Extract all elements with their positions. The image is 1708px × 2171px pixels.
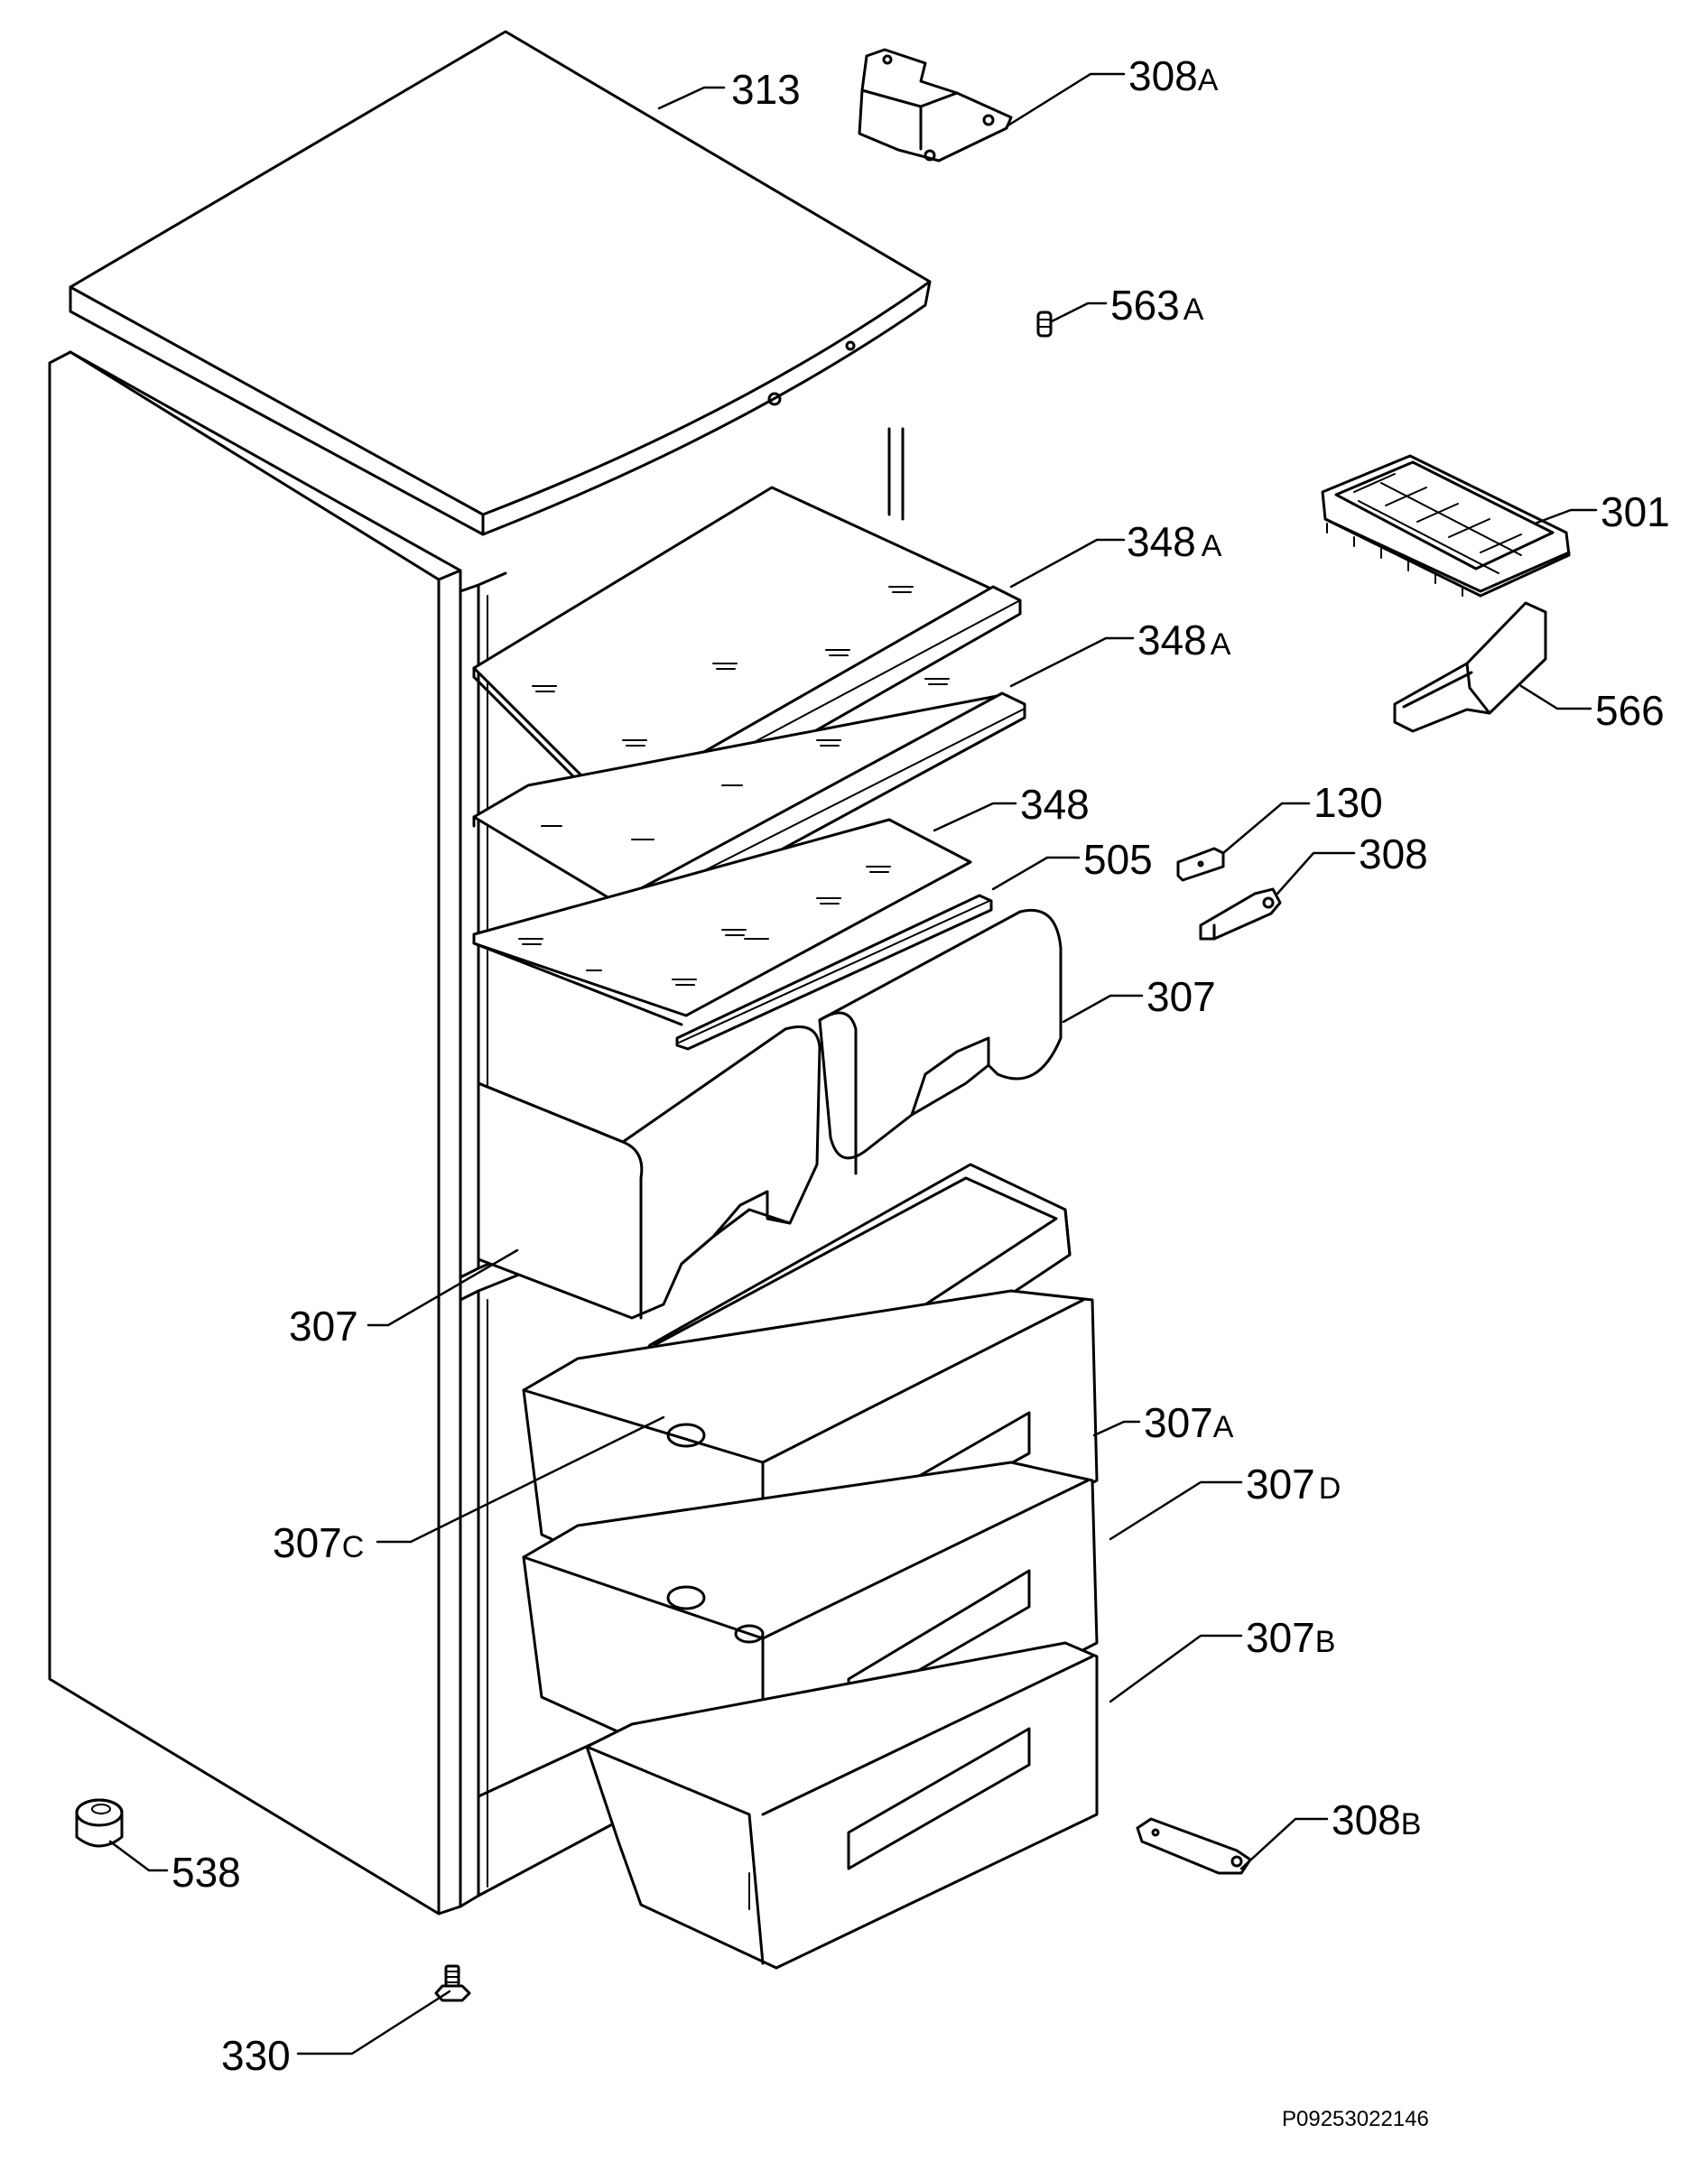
label-348: 348	[1020, 781, 1090, 828]
hinge-308	[1199, 887, 1282, 941]
label-130: 130	[1313, 779, 1383, 826]
divider-strip	[675, 894, 993, 1051]
label-307a: 307A	[1144, 1399, 1234, 1446]
glass-shelf-middle	[472, 678, 1026, 923]
foot-pad-538	[75, 1798, 124, 1848]
label-505: 505	[1083, 836, 1153, 883]
cabinet-body	[48, 350, 905, 1916]
label-313: 313	[731, 66, 801, 113]
label-308b: 308B	[1332, 1796, 1421, 1843]
adjustable-foot-330	[434, 1964, 471, 2002]
hinge-bottom-308b	[1136, 1817, 1252, 1875]
label-301: 301	[1601, 488, 1670, 535]
label-566: 566	[1595, 687, 1665, 734]
label-330: 330	[221, 2032, 291, 2079]
label-308a: 308A	[1128, 52, 1219, 99]
label-307c: 307C	[273, 1519, 364, 1566]
glass-shelf-lower	[472, 818, 972, 1026]
reference-code: P09253022146	[1282, 2107, 1429, 2131]
crisper-drawer-right	[818, 908, 1063, 1175]
hinge-bracket-top	[858, 48, 1013, 162]
ice-tray	[1321, 454, 1571, 598]
ice-scraper	[1393, 601, 1547, 733]
screw-563a	[1036, 311, 1053, 338]
hinge-cover-130	[1176, 847, 1225, 882]
label-538: 538	[172, 1849, 241, 1896]
crisper-drawer-left	[477, 1025, 822, 1320]
top-cover	[69, 30, 932, 536]
label-308: 308	[1359, 830, 1428, 877]
label-307b: 307B	[1246, 1614, 1335, 1661]
label-307-left: 307	[289, 1303, 358, 1350]
label-307-right: 307	[1146, 973, 1216, 1020]
freezer-drawer-bottom	[585, 1641, 1099, 1970]
leader-lines	[108, 72, 1598, 2055]
